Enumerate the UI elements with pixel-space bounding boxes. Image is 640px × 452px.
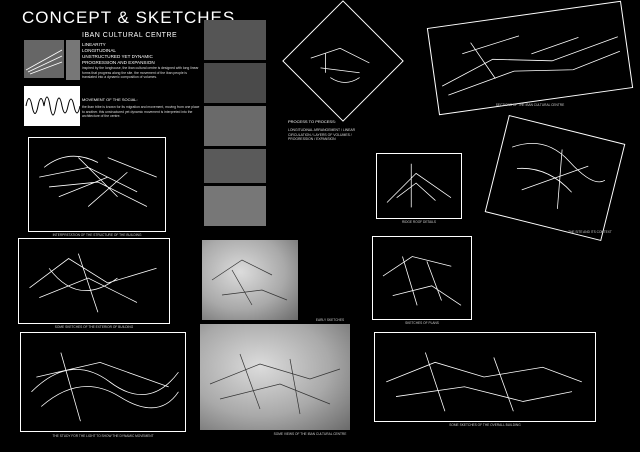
plan-sketch	[372, 236, 472, 320]
process-list: LONGITUDINAL ARRANGEMENT / LINEAR CIRCUL…	[288, 128, 356, 142]
light-study-sketch	[20, 332, 186, 432]
caption-early: EARLY SKETCHES	[315, 318, 345, 322]
process-heading: PROCESS TO PROCESS:	[288, 119, 336, 124]
caption-exterior: SOME SKETCHES OF THE EXTERIOR OF BUILDIN…	[54, 325, 134, 329]
corridor-photo	[204, 63, 266, 103]
caption-site: THE SITE AND ITS CONTEXT	[568, 230, 612, 234]
caption-roof: RIDGE ROOF DETAILS	[401, 220, 437, 224]
intro-text: inspired by the longhouse, the iban cult…	[82, 66, 199, 80]
views-pencil-sketch	[200, 324, 350, 430]
canopy-photo	[204, 186, 266, 226]
early-pencil-sketch	[202, 240, 298, 320]
keyword-item: LINEARITY	[82, 42, 106, 47]
interior-photo	[204, 20, 266, 60]
project-subtitle: IBAN CULTURAL CENTRE	[82, 32, 178, 39]
keyword-item: PROGRESSION AND EXPANSION	[82, 60, 155, 65]
courtyard-photo	[204, 106, 266, 146]
site-sketch	[484, 114, 626, 242]
diamond-sketch	[282, 0, 404, 122]
longhouse-photo	[24, 40, 64, 78]
caption-panorama: SECTIONS OF THE IBAN CULTURAL CENTRE	[495, 103, 565, 107]
caption-light: THE STUDY FOR THE LIGHT TO SHOW THE DYNA…	[52, 434, 154, 438]
caption-plan: SKETCHES OF PLANS	[405, 321, 439, 325]
roof-sketch	[376, 153, 462, 219]
photo-strip	[204, 20, 266, 230]
exterior-sketch	[18, 238, 170, 324]
panorama-sketch	[426, 0, 634, 116]
caption-views: SOME VIEWS OF THE IBAN CULTURAL CENTRE	[273, 432, 347, 436]
sketch-structure	[28, 137, 166, 232]
landscape-photo	[204, 149, 266, 183]
keyword-item: UNSTRUCTURED YET DYNAMIC	[82, 54, 153, 59]
keyword-item: LONGITUDINAL	[82, 48, 116, 53]
caption-overall: SOME SKETCHES OF THE OVERALL BUILDING	[449, 423, 521, 427]
overall-sketch	[374, 332, 596, 422]
movement-heading: MOVEMENT OF THE SOCIAL:	[82, 97, 138, 102]
keyword-list: LINEARITY LONGITUDINAL UNSTRUCTURED YET …	[82, 42, 155, 66]
movement-text: the iban tribe is known for its migratio…	[82, 105, 200, 119]
iban-person-photo	[66, 40, 80, 80]
page-title: CONCEPT & SKETCHES	[22, 8, 236, 27]
wave-diagram	[24, 86, 80, 126]
caption-structure: INTERPRETATION OF THE STRUCTURE OF THE B…	[52, 233, 142, 237]
